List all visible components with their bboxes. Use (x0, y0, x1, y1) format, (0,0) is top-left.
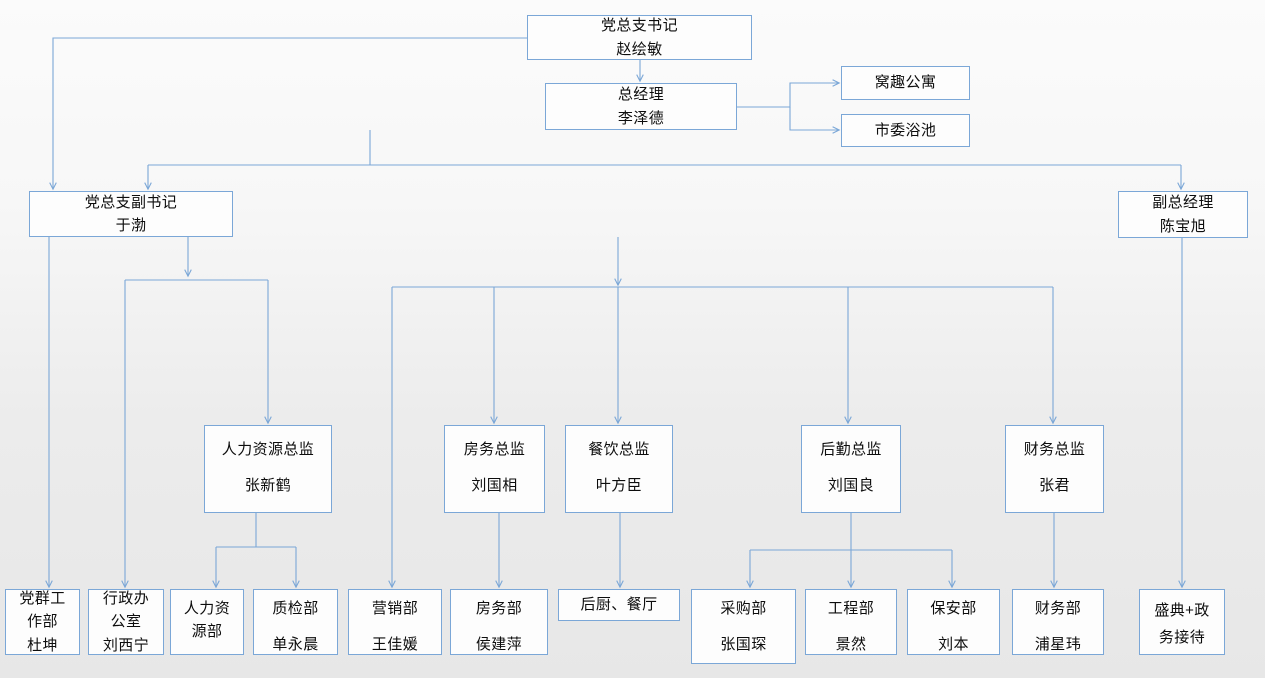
node-line-2: 张国琛 (720, 636, 767, 654)
node-line-3: 杜坤 (27, 636, 58, 654)
node-line-1: 窝趣公寓 (874, 74, 937, 92)
node-line-2: 景然 (835, 636, 867, 654)
node-line-1: 营销部 (371, 600, 419, 617)
node-security-dept[interactable]: 保安部 刘本 (907, 589, 1000, 655)
node-line-1: 财务总监 (1023, 441, 1086, 458)
edge-gm-to-bathhouse (789, 107, 841, 134)
node-line-1: 工程部 (827, 600, 875, 617)
node-line-1: 后勤总监 (820, 441, 882, 458)
node-line-1: 保安部 (930, 600, 977, 617)
node-engineering-dept[interactable]: 工程部 景然 (805, 589, 897, 655)
node-line-2: 张君 (1039, 477, 1070, 495)
node-line-1: 人力资源总监 (221, 441, 315, 458)
node-line-2: 刘国良 (827, 477, 875, 495)
node-line-2: 于渤 (115, 217, 147, 234)
node-hr-dept[interactable]: 人力资 源部 (170, 589, 244, 655)
node-general-manager[interactable]: 总经理 李泽德 (545, 83, 737, 130)
node-line-2: 王佳媛 (371, 636, 419, 654)
node-line-2: 叶方臣 (595, 477, 643, 495)
node-admin-office[interactable]: 行政办 公室 刘西宁 (88, 589, 164, 655)
node-line-2: 陈宝旭 (1159, 217, 1207, 235)
node-city-bathhouse[interactable]: 市委浴池 (841, 114, 970, 147)
node-finance-director[interactable]: 财务总监 张君 (1005, 425, 1104, 513)
node-line-1: 总经理 (617, 86, 665, 104)
node-line-1: 后厨、餐厅 (580, 596, 658, 614)
node-line-2: 赵绘敏 (616, 40, 663, 58)
node-line-1: 房务部 (475, 600, 523, 617)
node-line-2: 浦星玮 (1034, 636, 1082, 654)
node-line-1: 党群工 (19, 590, 66, 608)
node-ceremony-affairs[interactable]: 盛典+政 务接待 (1139, 589, 1225, 655)
node-finance-dept[interactable]: 财务部 浦星玮 (1012, 589, 1104, 655)
node-rooms-director[interactable]: 房务总监 刘国相 (444, 425, 545, 513)
node-deputy-general-manager[interactable]: 副总经理 陈宝旭 (1118, 191, 1248, 238)
node-line-1: 质检部 (272, 600, 319, 617)
node-line-1: 副总经理 (1152, 194, 1214, 212)
edge-gm-to-apartment (737, 79, 841, 108)
node-line-2: 侯建萍 (475, 636, 523, 654)
node-marketing-dept[interactable]: 营销部 王佳媛 (348, 589, 442, 655)
node-line-1: 行政办 (102, 590, 150, 608)
node-line-3: 刘西宁 (102, 636, 150, 654)
node-line-2: 务接待 (1158, 629, 1206, 647)
node-hr-director[interactable]: 人力资源总监 张新鹤 (204, 425, 332, 513)
node-line-1: 采购部 (720, 600, 767, 617)
node-line-1: 党总支书记 (600, 17, 678, 35)
node-kitchen-restaurant[interactable]: 后厨、餐厅 (558, 589, 680, 621)
node-line-1: 市委浴池 (874, 121, 937, 139)
node-party-mass-work-dept[interactable]: 党群工 作部 杜坤 (5, 589, 80, 655)
node-line-2: 源部 (191, 623, 223, 641)
node-line-2: 李泽德 (617, 109, 665, 127)
node-line-2: 张新鹤 (244, 477, 292, 495)
node-line-1: 餐饮总监 (588, 441, 650, 458)
node-purchasing-dept[interactable]: 采购部 张国琛 (691, 589, 796, 664)
node-line-2: 刘国相 (471, 477, 518, 495)
node-line-2: 作部 (27, 613, 58, 631)
node-deputy-party-secretary[interactable]: 党总支副书记 于渤 (29, 191, 233, 237)
node-line-1: 房务总监 (463, 441, 526, 458)
edge-secretary-to-deputy-secretary (49, 37, 527, 191)
node-rooms-dept[interactable]: 房务部 侯建萍 (450, 589, 548, 655)
node-quality-dept[interactable]: 质检部 单永晨 (253, 589, 338, 655)
node-line-1: 财务部 (1034, 600, 1082, 617)
node-logistics-director[interactable]: 后勤总监 刘国良 (801, 425, 901, 513)
node-party-secretary[interactable]: 党总支书记 赵绘敏 (527, 15, 752, 60)
node-line-1: 人力资 (183, 600, 231, 617)
node-line-1: 党总支副书记 (84, 193, 178, 211)
node-line-2: 公室 (110, 613, 142, 631)
node-line-2: 单永晨 (272, 636, 319, 654)
node-fb-director[interactable]: 餐饮总监 叶方臣 (565, 425, 673, 513)
node-woqu-apartment[interactable]: 窝趣公寓 (841, 66, 970, 100)
node-line-2: 刘本 (938, 636, 969, 654)
edge-gm-to-deputy-secretary (148, 130, 371, 189)
node-line-1: 盛典+政 (1154, 602, 1210, 619)
